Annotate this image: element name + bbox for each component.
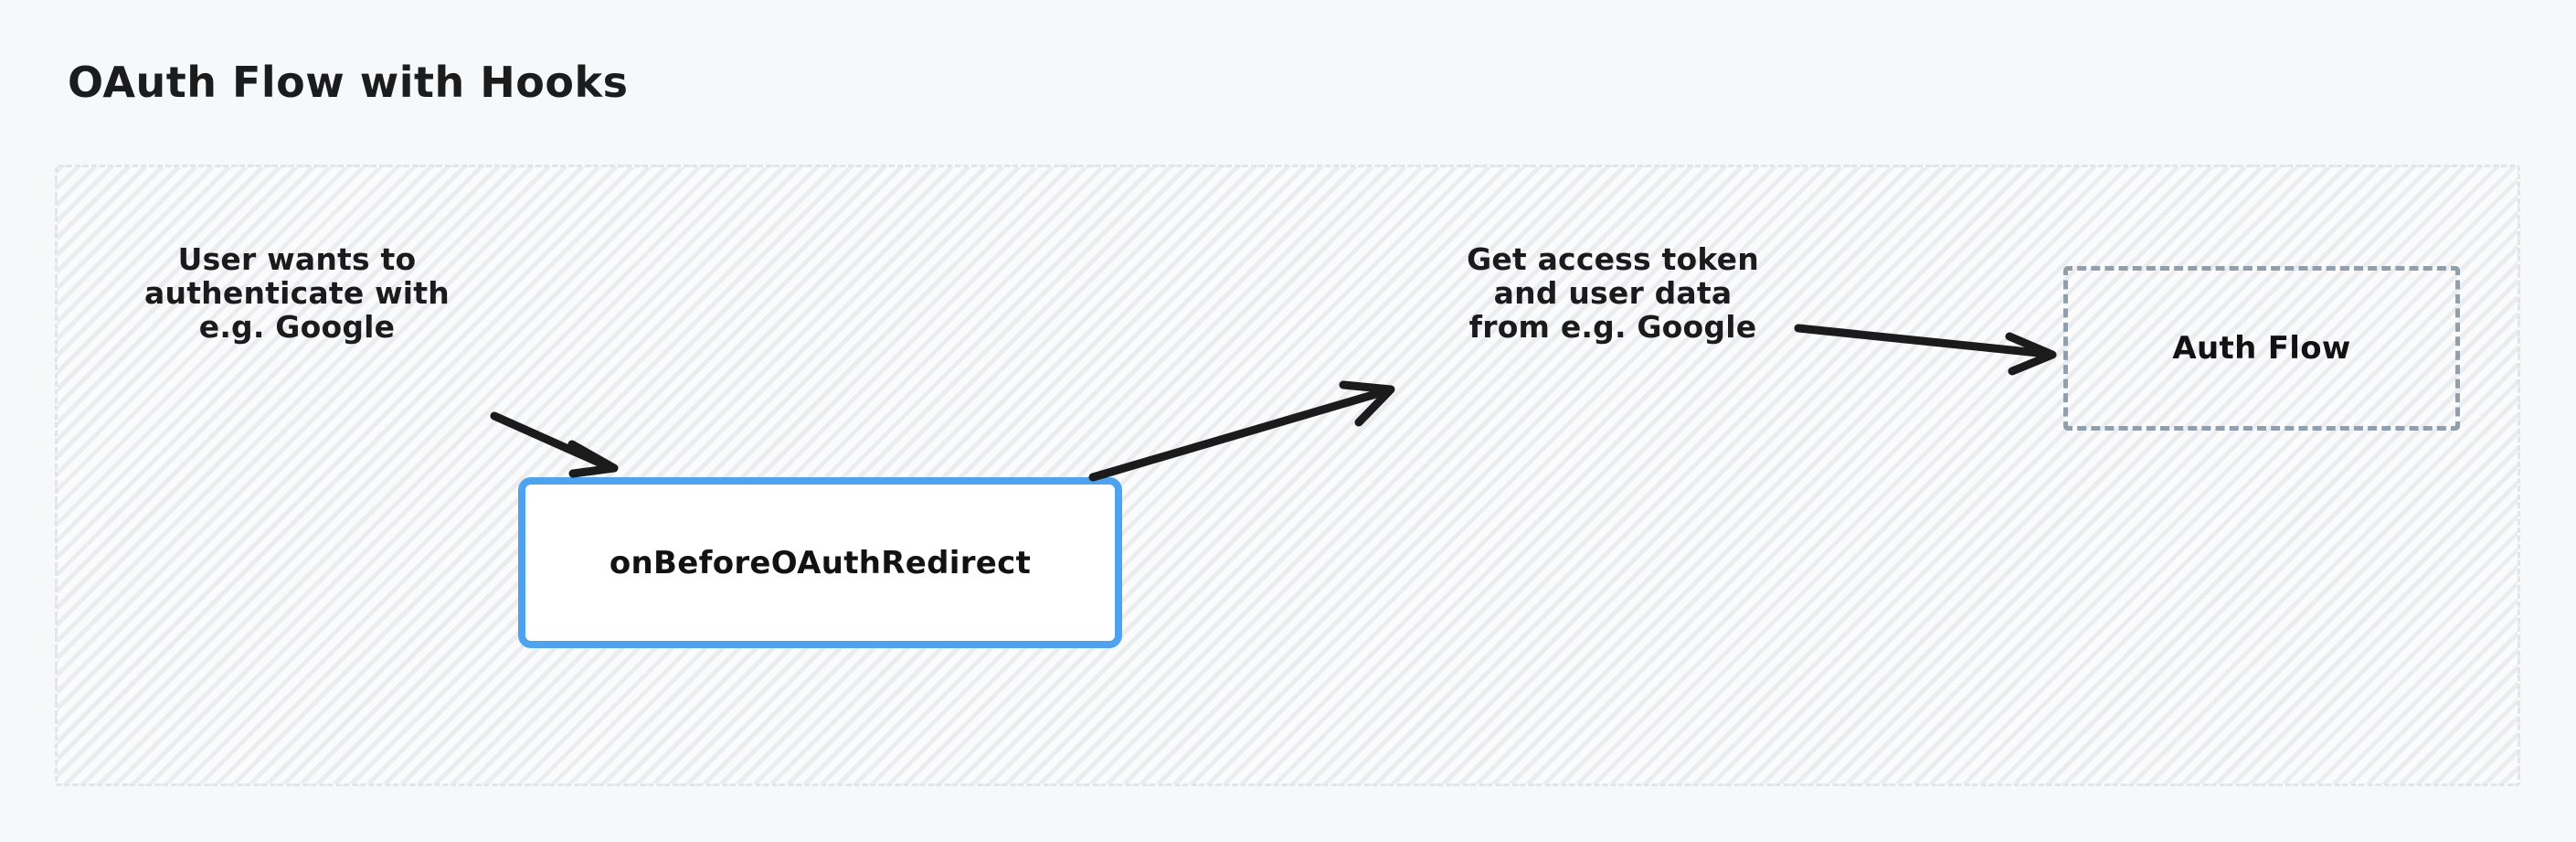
- node-label-on-before-oauth-redirect: onBeforeOAuthRedirect: [609, 544, 1032, 581]
- label-user-wants-to-authenticate: User wants to authenticate with e.g. Goo…: [144, 241, 450, 345]
- node-auth-flow[interactable]: Auth Flow: [2063, 266, 2460, 431]
- page-title: OAuth Flow with Hooks: [68, 58, 629, 107]
- label-get-access-token: Get access token and user data from e.g.…: [1467, 241, 1759, 345]
- node-label-auth-flow: Auth Flow: [2172, 330, 2351, 367]
- node-on-before-oauth-redirect[interactable]: onBeforeOAuthRedirect: [518, 477, 1122, 648]
